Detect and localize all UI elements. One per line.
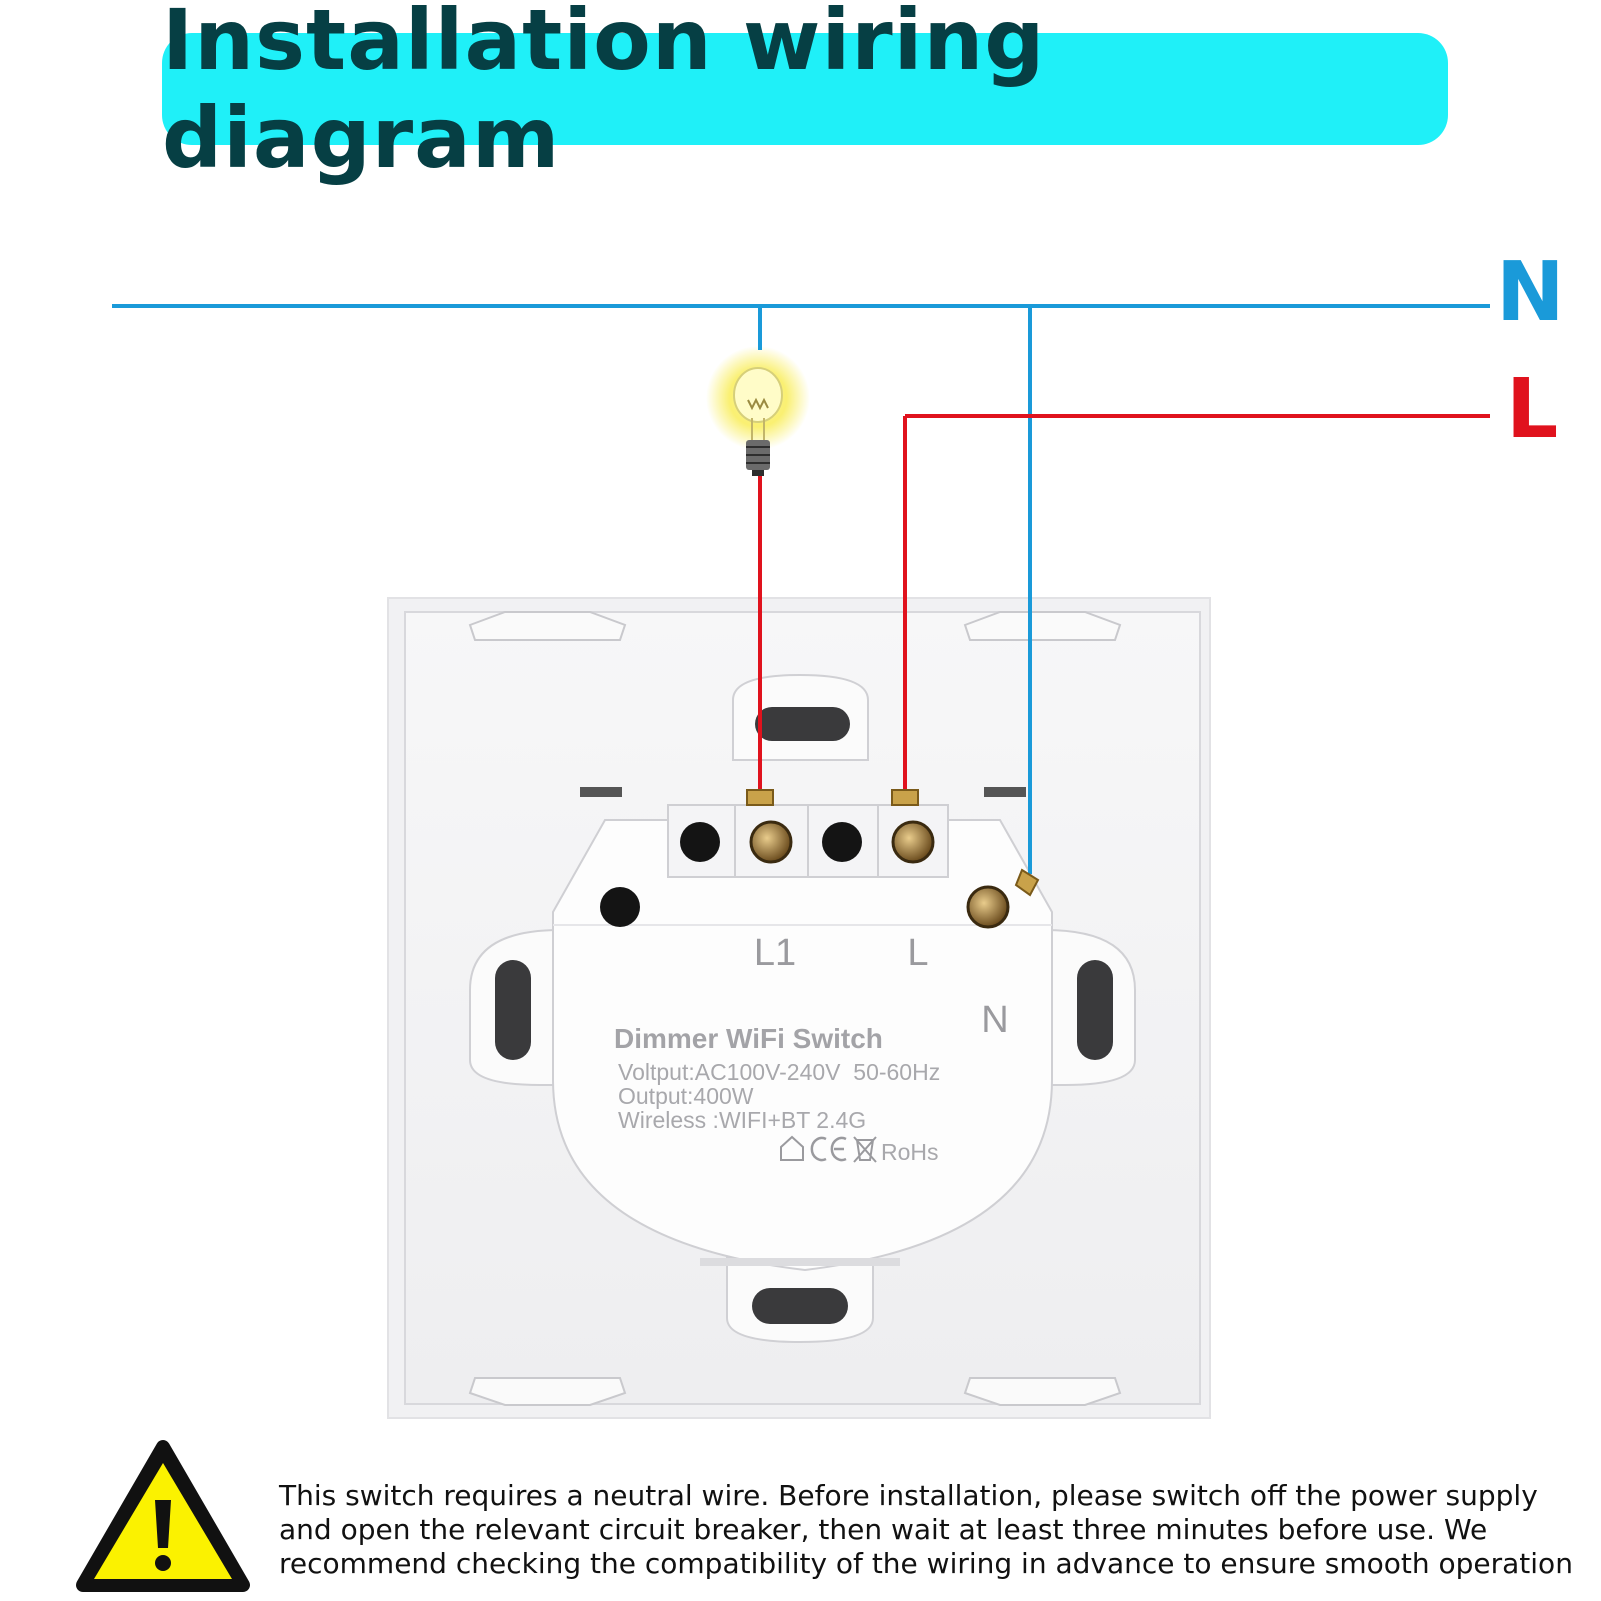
terminal-label-l1: L1 bbox=[754, 932, 796, 974]
neutral-label: N bbox=[1496, 245, 1565, 340]
dimmer-module bbox=[552, 804, 1053, 1272]
title-banner: Installation wiring diagram bbox=[162, 0, 1448, 187]
spec-voltage: Voltput:AC100V-240V 50-60Hz bbox=[618, 1059, 940, 1085]
house-icon bbox=[780, 1135, 804, 1161]
warning-triangle-icon bbox=[76, 1440, 250, 1592]
warning-text: This switch requires a neutral wire. Bef… bbox=[279, 1479, 1579, 1581]
wires bbox=[112, 304, 1490, 897]
spec-output: Output:400W bbox=[618, 1083, 754, 1109]
terminal-label-n: N bbox=[981, 999, 1008, 1041]
live-label: L bbox=[1506, 362, 1559, 457]
warning-line: recommend checking the compatibility of … bbox=[279, 1547, 1573, 1580]
weee-bin-icon bbox=[853, 1136, 877, 1163]
spec-wireless: Wireless :WIFI+BT 2.4G bbox=[618, 1107, 866, 1133]
terminal-label-l: L bbox=[907, 932, 928, 974]
page-title: Installation wiring diagram bbox=[162, 0, 1046, 187]
module-label: L1 L N Dimmer WiFi Switch Voltput:AC100V… bbox=[614, 932, 1009, 1165]
warning-line: This switch requires a neutral wire. Bef… bbox=[279, 1479, 1538, 1512]
lightbulb-icon bbox=[706, 346, 810, 476]
product-name: Dimmer WiFi Switch bbox=[614, 1023, 883, 1054]
ce-mark-icon bbox=[810, 1136, 847, 1162]
certification-text: RoHs bbox=[881, 1139, 939, 1165]
warning-line: and open the relevant circuit breaker, t… bbox=[279, 1513, 1488, 1546]
